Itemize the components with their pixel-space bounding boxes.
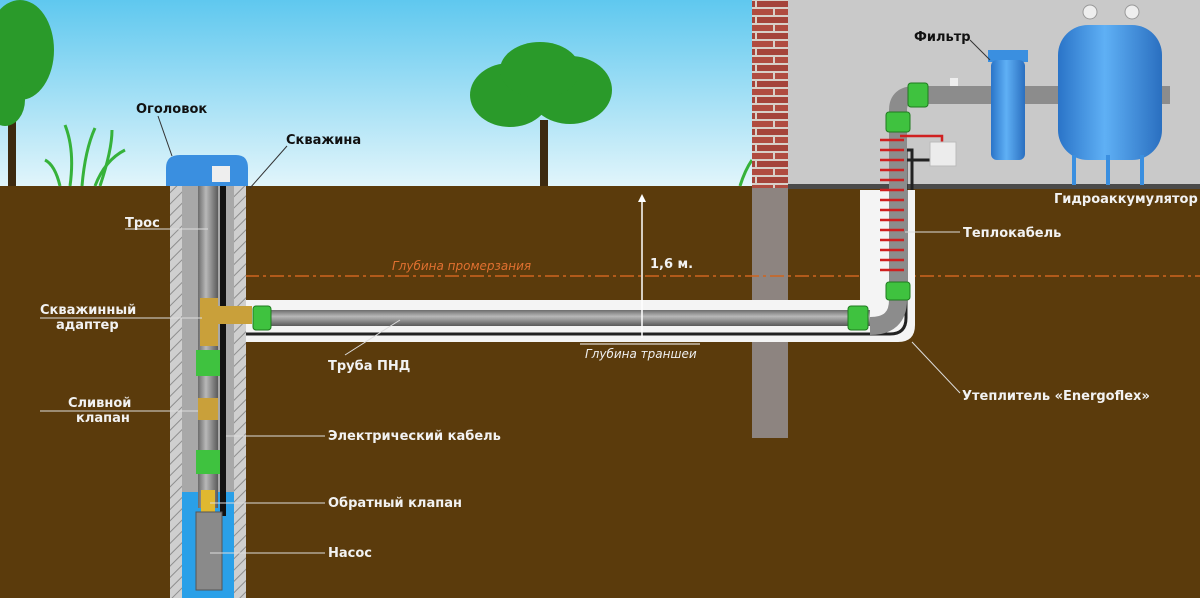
tree-left <box>0 0 54 186</box>
fitting-well <box>196 350 220 376</box>
sky <box>0 0 760 190</box>
label-heat-cable: Теплокабель <box>963 226 1061 241</box>
label-adapter-1: Скважинный <box>40 303 136 318</box>
label-check-valve: Обратный клапан <box>328 496 462 511</box>
pump <box>195 511 223 591</box>
hdpe-pipe <box>255 310 870 326</box>
label-depth-value: 1,6 м. <box>650 257 693 272</box>
riser-pipe <box>198 186 218 508</box>
label-rope: Трос <box>125 216 160 231</box>
label-pipe: Труба ПНД <box>328 359 410 374</box>
label-well: Скважина <box>286 133 361 148</box>
label-drain-2: клапан <box>76 411 130 426</box>
label-electric-cable: Электрический кабель <box>328 429 501 444</box>
insulation-energoflex <box>245 190 915 342</box>
filter <box>988 50 1028 160</box>
tree-middle <box>470 42 612 186</box>
label-adapter-2: адаптер <box>56 318 119 333</box>
label-filter: Фильтр <box>914 30 971 45</box>
fittings <box>252 82 929 331</box>
check-valve <box>201 490 215 512</box>
wellhead <box>166 155 248 186</box>
hydro-accumulator <box>950 4 1162 185</box>
label-pump: Насос <box>328 546 372 561</box>
power-socket <box>929 141 957 167</box>
grass <box>44 124 754 187</box>
brick-wall <box>752 0 788 188</box>
label-drain-1: Сливной <box>68 396 131 411</box>
label-insulation: Утеплитель «Energoflex» <box>962 389 1150 404</box>
label-trench-depth: Глубина траншеи <box>585 347 697 361</box>
drain-valve <box>198 398 218 420</box>
label-freeze-depth: Глубина промерзания <box>392 259 531 273</box>
label-accumulator: Гидроаккумулятор <box>1054 192 1198 207</box>
leader-lines <box>40 39 991 554</box>
pump-cable <box>220 186 226 516</box>
label-head: Оголовок <box>136 102 207 117</box>
floor-line <box>788 184 1200 189</box>
